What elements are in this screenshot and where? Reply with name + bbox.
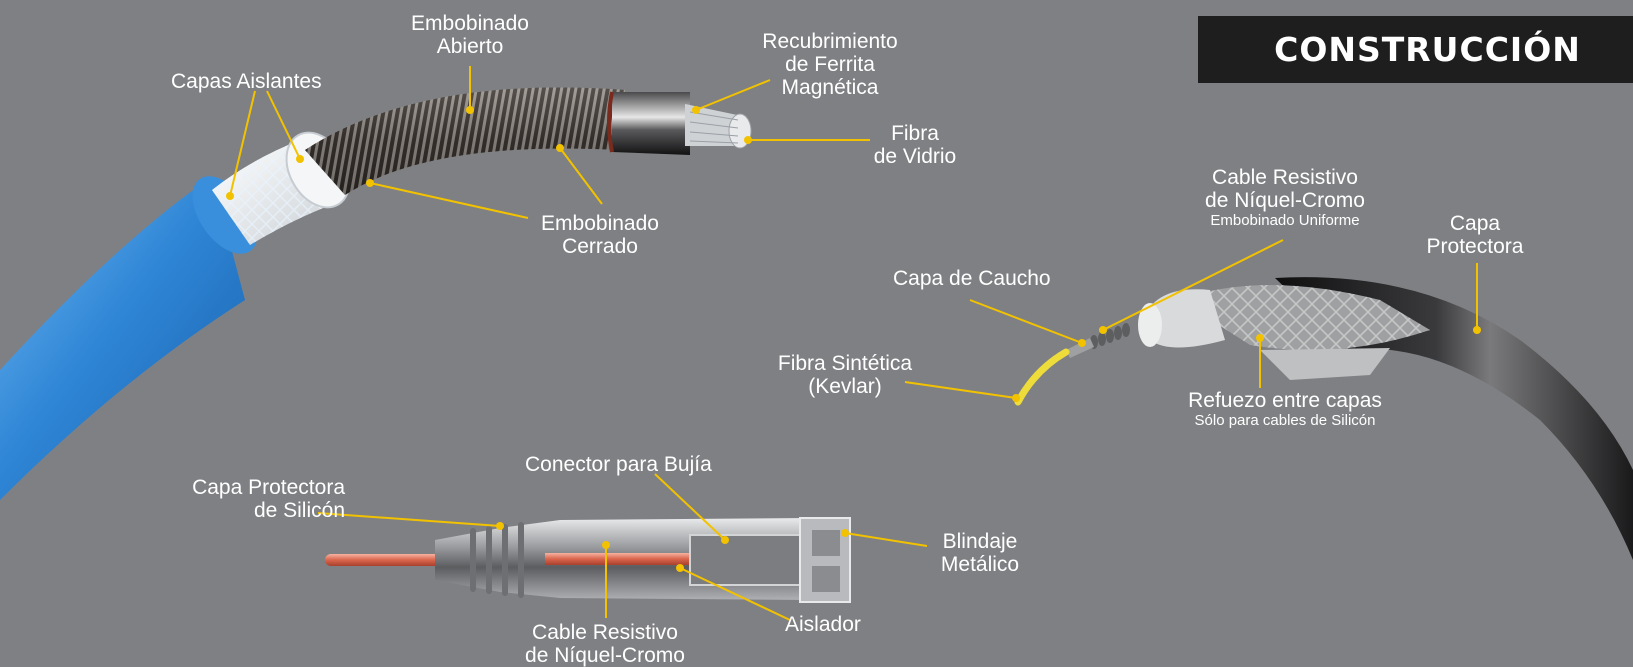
label-capa-protectora: Capa Protectora — [1426, 212, 1524, 258]
top-cable-illustration — [0, 87, 752, 500]
label-fibra-vidrio: Fibra de Vidrio — [873, 122, 957, 168]
rubber-end — [1138, 303, 1162, 347]
label-capa-caucho: Capa de Caucho — [893, 267, 1051, 290]
leader-aislador — [679, 567, 791, 621]
label-recubrimiento: Recubrimiento de Ferrita Magnética — [762, 30, 898, 99]
shield-slot-bottom — [812, 566, 840, 592]
label-capas-aislantes: Capas Aislantes — [171, 70, 322, 93]
leader-conector-bujia — [654, 473, 726, 541]
label-cable-resistivo-bottom: Cable Resistivo de Níquel-Cromo — [525, 621, 685, 667]
connector-body — [689, 534, 801, 586]
braid-mesh — [1180, 285, 1430, 350]
leader-capas-aislantes-1 — [229, 90, 256, 197]
label-cable-resistivo-top: Cable Resistivo de Níquel-Cromo Embobina… — [1205, 166, 1365, 229]
inner-copper — [545, 553, 690, 565]
leader-lines — [229, 66, 1478, 621]
leader-embobinado-cerrado-1 — [369, 182, 529, 219]
label-capa-protectora-silicon: Capa Protectora de Silicón — [192, 476, 345, 522]
leader-recubrimiento — [695, 79, 771, 111]
leader-dots — [226, 106, 1481, 572]
leader-blindaje — [844, 532, 928, 547]
label-conector-bujia: Conector para Bujía — [525, 453, 712, 476]
coil-shade — [305, 87, 625, 195]
bottom-connector-illustration — [325, 517, 851, 603]
label-embobinado-cerrado: Embobinado Cerrado — [541, 212, 659, 258]
ferrite-core — [612, 92, 690, 155]
ferrite-rim — [607, 91, 614, 153]
shield-slot-top — [812, 530, 840, 556]
right-cable-illustration — [1014, 277, 1633, 560]
boot-ribs — [470, 522, 524, 598]
label-fibra-sintetica: Fibra Sintética (Kevlar) — [777, 352, 913, 398]
blue-jacket — [0, 185, 245, 500]
page-title: CONSTRUCCIÓN — [1274, 30, 1581, 69]
label-aislador: Aislador — [785, 613, 861, 636]
leader-capas-aislantes-2 — [266, 90, 301, 160]
white-rubber — [1145, 289, 1225, 348]
leader-cable-resistivo-top — [1102, 239, 1284, 331]
title-box: CONSTRUCCIÓN — [1198, 16, 1633, 83]
leader-capa-caucho — [969, 299, 1083, 344]
inner-flap — [1260, 348, 1390, 380]
label-blindaje: Blindaje Metálico — [940, 530, 1020, 576]
resistive-coil-right — [1090, 323, 1130, 349]
leader-embobinado-cerrado-2 — [559, 147, 603, 205]
black-jacket — [1275, 277, 1633, 560]
label-embobinado-abierto: Embobinado Abierto — [411, 12, 529, 58]
leader-capa-protectora-silicon — [317, 512, 501, 527]
kevlar-fibre — [1014, 348, 1070, 406]
leader-fibra-sintetica — [904, 381, 1017, 399]
label-refuerzo: Refuezo entre capas Sólo para cables de … — [1188, 389, 1382, 429]
rubber-sleeve — [1066, 338, 1094, 358]
